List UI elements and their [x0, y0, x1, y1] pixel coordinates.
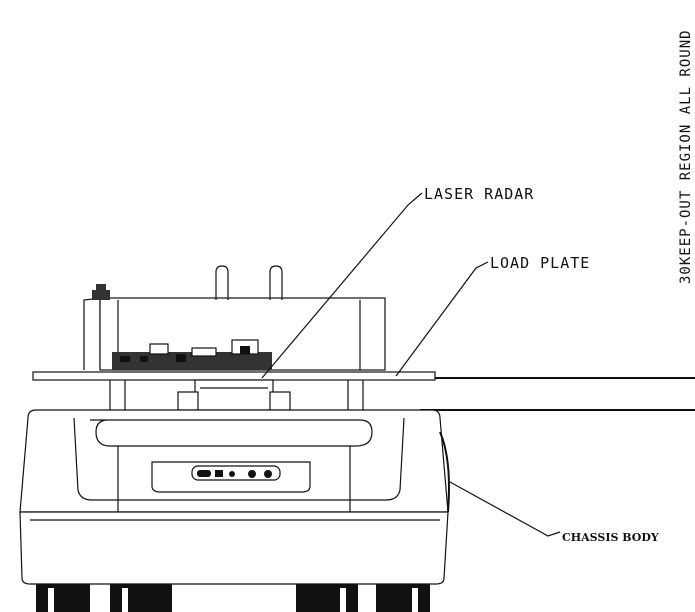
leader-lines — [261, 192, 561, 537]
label-chassis-body: CHASSIS BODY — [562, 531, 659, 544]
label-keep-out-region: 30KEEP-OUT REGION ALL ROUND — [678, 29, 694, 284]
chassis-body — [19, 409, 450, 585]
wheels — [36, 584, 430, 612]
keep-out-boundary-lines — [420, 377, 695, 411]
load-plate — [32, 371, 436, 381]
laser-radar — [177, 379, 291, 411]
circuit-board-cluster — [112, 339, 272, 370]
support-posts — [109, 380, 364, 412]
label-laser-radar: LASER RADAR — [424, 185, 534, 203]
label-load-plate: LOAD PLATE — [490, 254, 590, 272]
